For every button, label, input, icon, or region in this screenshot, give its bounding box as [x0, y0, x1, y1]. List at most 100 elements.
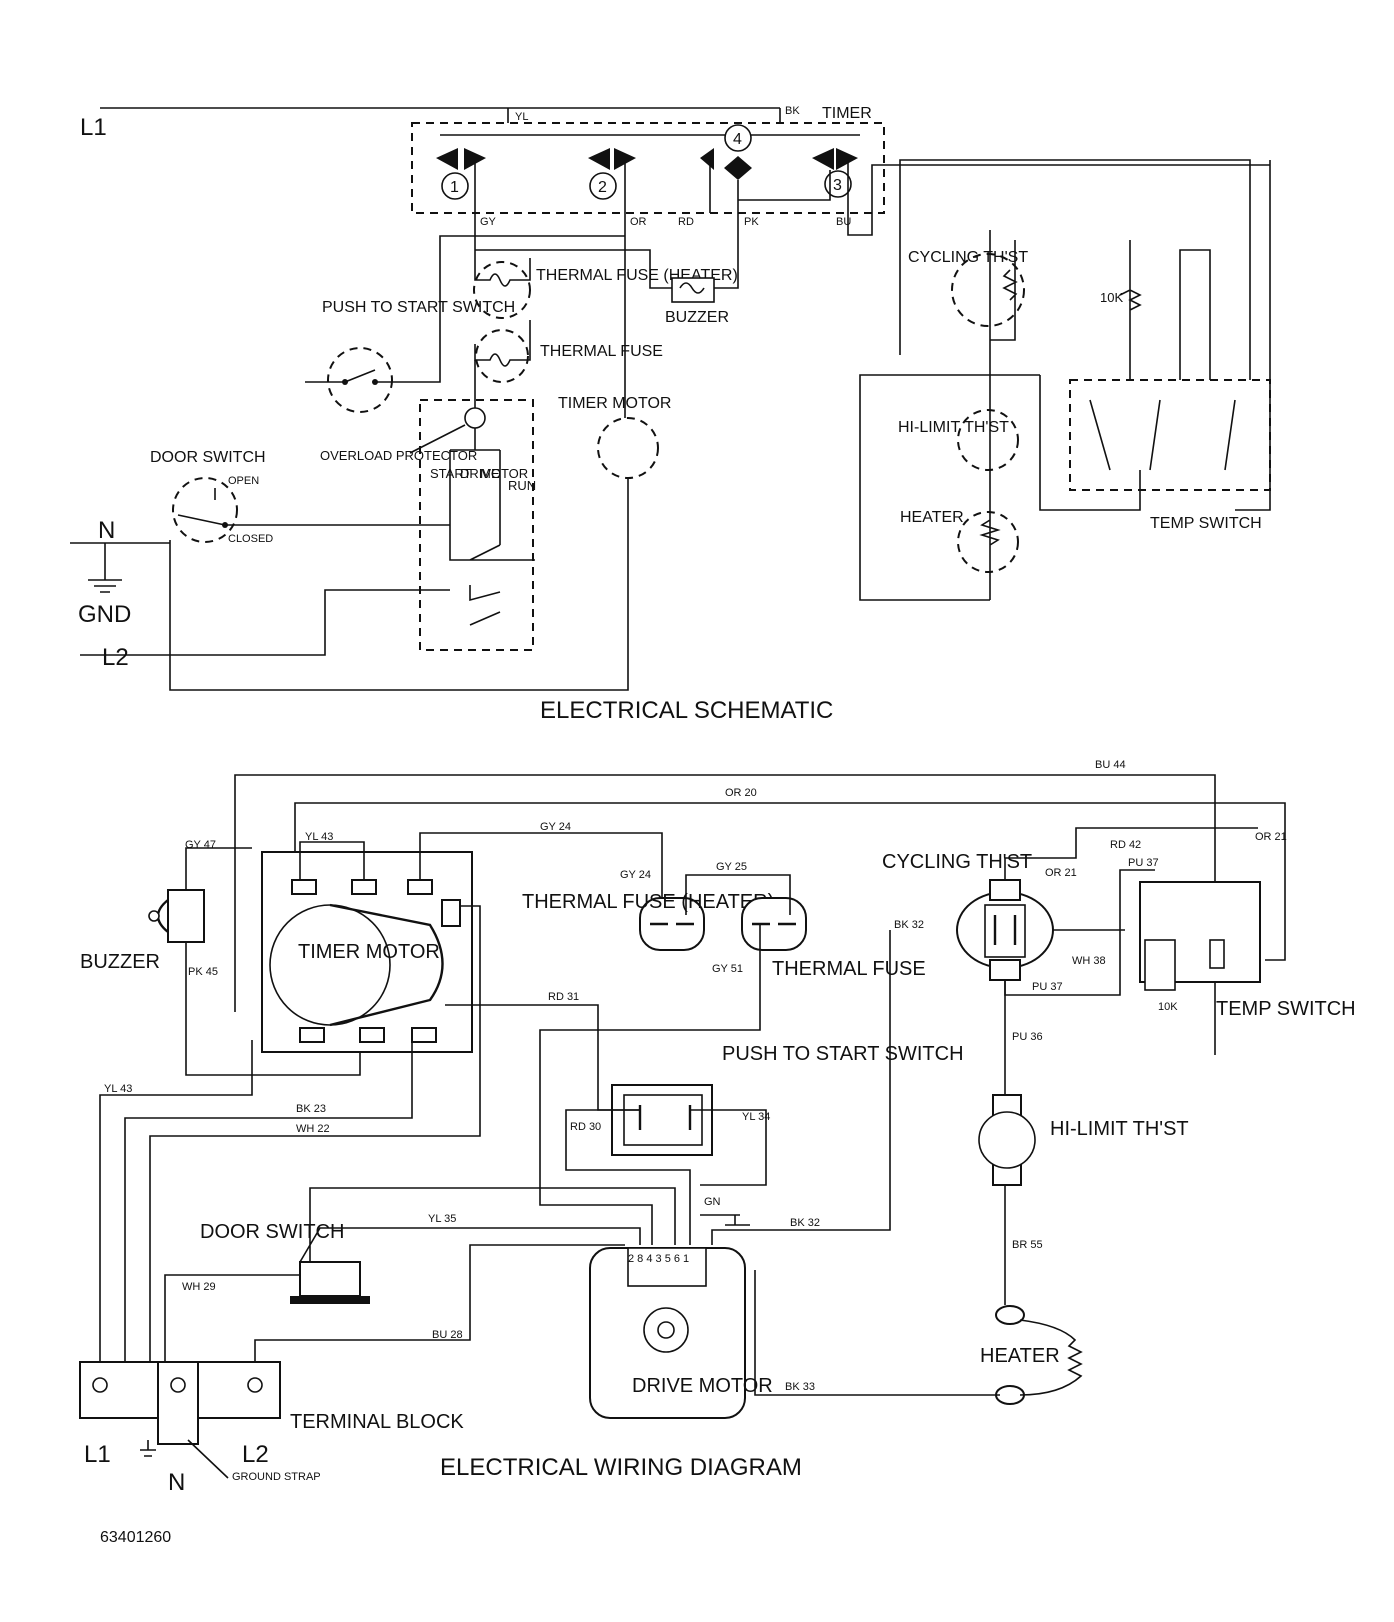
- timer-contact-2: 2: [598, 179, 607, 196]
- l2-wire: [80, 589, 450, 656]
- cycling-thst-label: CYCLING TH'ST: [882, 851, 1032, 873]
- terminal-l1: L1: [84, 1441, 111, 1468]
- temp-switch-label: TEMP SWITCH: [1150, 515, 1262, 532]
- motor-drive-label: DRIVE: [460, 466, 500, 481]
- thermal-fuse-heater: THERMAL FUSE (HEATER): [522, 891, 774, 951]
- temp-switch-label: TEMP SWITCH: [1216, 998, 1356, 1020]
- wire-rd: RD: [678, 216, 694, 228]
- wire-wh29-label: WH 29: [182, 1281, 216, 1293]
- wire-rd30-label: RD 30: [570, 1121, 601, 1133]
- cycling-thermostat: CYCLING TH'ST: [908, 230, 1028, 390]
- wire-bk23-label: BK 23: [296, 1103, 326, 1115]
- hi-limit-thermostat: HI-LIMIT TH'ST: [898, 390, 1019, 471]
- ground-strap-label: GROUND STRAP: [232, 1471, 321, 1483]
- overload-label: OVERLOAD PROTECTOR: [320, 448, 477, 463]
- wire-bk23: [124, 1040, 413, 1385]
- temp-switch: TEMP SWITCH 10K: [899, 159, 1271, 532]
- timer-feed: [507, 108, 781, 123]
- drive-motor: 2 8 4 3 5 6 1 DRIVE MOTOR: [589, 1247, 773, 1419]
- wire-yl43-label: YL 43: [305, 831, 333, 843]
- timer-motor: [597, 417, 659, 479]
- terminal-l2: L2: [242, 1441, 269, 1468]
- wire-bk32-label: BK 32: [894, 919, 924, 931]
- wire-gy: GY: [480, 216, 497, 228]
- wire-rd30: [565, 1109, 691, 1245]
- schematic-title: ELECTRICAL SCHEMATIC: [540, 697, 833, 724]
- wire-gy24: [419, 832, 663, 915]
- wire-pu36-label: PU 36: [1012, 1031, 1043, 1043]
- wire-or: OR: [630, 216, 647, 228]
- timer-contacts: 1 2 4 3: [436, 124, 858, 213]
- push-to-start-switch: PUSH TO START SWITCH: [611, 1043, 964, 1156]
- wire-bu28: [254, 1244, 625, 1380]
- wire-bu44-label: BU 44: [1095, 759, 1126, 771]
- wire-or21-label-2: OR 21: [1255, 831, 1287, 843]
- ground-gn: [700, 1214, 750, 1226]
- wire-wh29: [164, 1274, 300, 1380]
- wire-or20-label: OR 20: [725, 787, 757, 799]
- wire-gy24-label-2: GY 24: [620, 869, 651, 881]
- wire-rd42-label: RD 42: [1110, 839, 1141, 851]
- wire-yl34: [690, 1109, 767, 1186]
- motor-run-label: RUN: [508, 478, 536, 493]
- electrical-wiring-diagram: BU 44 OR 20 BUZZER GY 47 PK 45 TIMER MOT…: [79, 759, 1356, 1496]
- wire-yl43-top: [299, 841, 365, 880]
- motor-motor-label: MOTOR: [480, 466, 528, 481]
- wire-gn-label: GN: [704, 1196, 721, 1208]
- wire-gy25: [685, 874, 791, 915]
- wire-gy51-label: GY 51: [712, 963, 743, 975]
- thermal-fuse-heater-label: THERMAL FUSE (HEATER): [522, 891, 774, 913]
- thermal-fuse-label: THERMAL FUSE: [772, 958, 926, 980]
- wire-or20: [294, 802, 1286, 961]
- wire-bk33-label: BK 33: [785, 1381, 815, 1393]
- wire-br55-label: BR 55: [1012, 1239, 1043, 1251]
- terminal-n: N: [168, 1469, 185, 1496]
- motor-pins: 2 8 4 3 5 6 1: [628, 1253, 689, 1265]
- buzzer-label: BUZZER: [665, 309, 729, 326]
- l1-label: L1: [80, 114, 107, 141]
- hi-limit-thermostat: HI-LIMIT TH'ST: [978, 1094, 1189, 1186]
- wire-pu37-label-2: PU 37: [1128, 857, 1159, 869]
- wire-wh38-label: WH 38: [1072, 955, 1106, 967]
- push-to-start-switch: PUSH TO START SWITCH: [305, 235, 625, 413]
- temp-resistor-label: 10K: [1158, 1001, 1178, 1013]
- heater-label: HEATER: [980, 1345, 1060, 1367]
- timer-motor: TIMER MOTOR: [261, 851, 473, 1053]
- timer-contact-4: 4: [733, 131, 742, 148]
- resistor-label: 10K: [1100, 290, 1123, 305]
- hi-limit-label: HI-LIMIT TH'ST: [1050, 1118, 1189, 1140]
- wire-bk32: [711, 930, 891, 1245]
- temp-switch: TEMP SWITCH 10K: [1139, 881, 1356, 1020]
- thermal-fuse: THERMAL FUSE: [741, 897, 926, 980]
- motor-windings: [449, 450, 535, 626]
- cycling-thst-label: CYCLING TH'ST: [908, 249, 1028, 266]
- push-to-start-label: PUSH TO START SWITCH: [322, 299, 515, 316]
- n-ground-wire: [70, 542, 170, 593]
- hi-limit-label: HI-LIMIT TH'ST: [898, 419, 1009, 436]
- wire-yl35-label: YL 35: [428, 1213, 456, 1225]
- buzzer-label: BUZZER: [80, 951, 160, 973]
- wire-gy51: [539, 925, 761, 1245]
- thermal-fuse-label: THERMAL FUSE: [540, 343, 663, 360]
- door-switch-label: DOOR SWITCH: [200, 1221, 344, 1243]
- wire-or21-label: OR 21: [1045, 867, 1077, 879]
- door-closed-label: CLOSED: [228, 533, 273, 545]
- wire-bu28-label: BU 28: [432, 1329, 463, 1341]
- gnd-label: GND: [78, 601, 131, 628]
- timer-motor-label: TIMER MOTOR: [298, 941, 440, 963]
- thermal-fuse: THERMAL FUSE: [474, 320, 663, 383]
- wire-gy47-label: GY 47: [185, 839, 216, 851]
- wire-bk32-label-2: BK 32: [790, 1217, 820, 1229]
- wire-rd31-label: RD 31: [548, 991, 579, 1003]
- door-switch: DOOR SWITCH: [200, 1187, 676, 1304]
- timer-contact-1: 1: [450, 179, 459, 196]
- wire-rd42: [1004, 827, 1258, 880]
- timer-label: TIMER: [822, 105, 872, 122]
- overload-wire: [409, 395, 500, 454]
- timer-contact-3: 3: [833, 177, 842, 194]
- wire-wh22-label: WH 22: [296, 1123, 330, 1135]
- wire-gy24-label: GY 24: [540, 821, 571, 833]
- timer-motor-label: TIMER MOTOR: [558, 395, 671, 412]
- wire-wh22: [149, 905, 481, 1385]
- wire-yl43: [99, 1040, 253, 1385]
